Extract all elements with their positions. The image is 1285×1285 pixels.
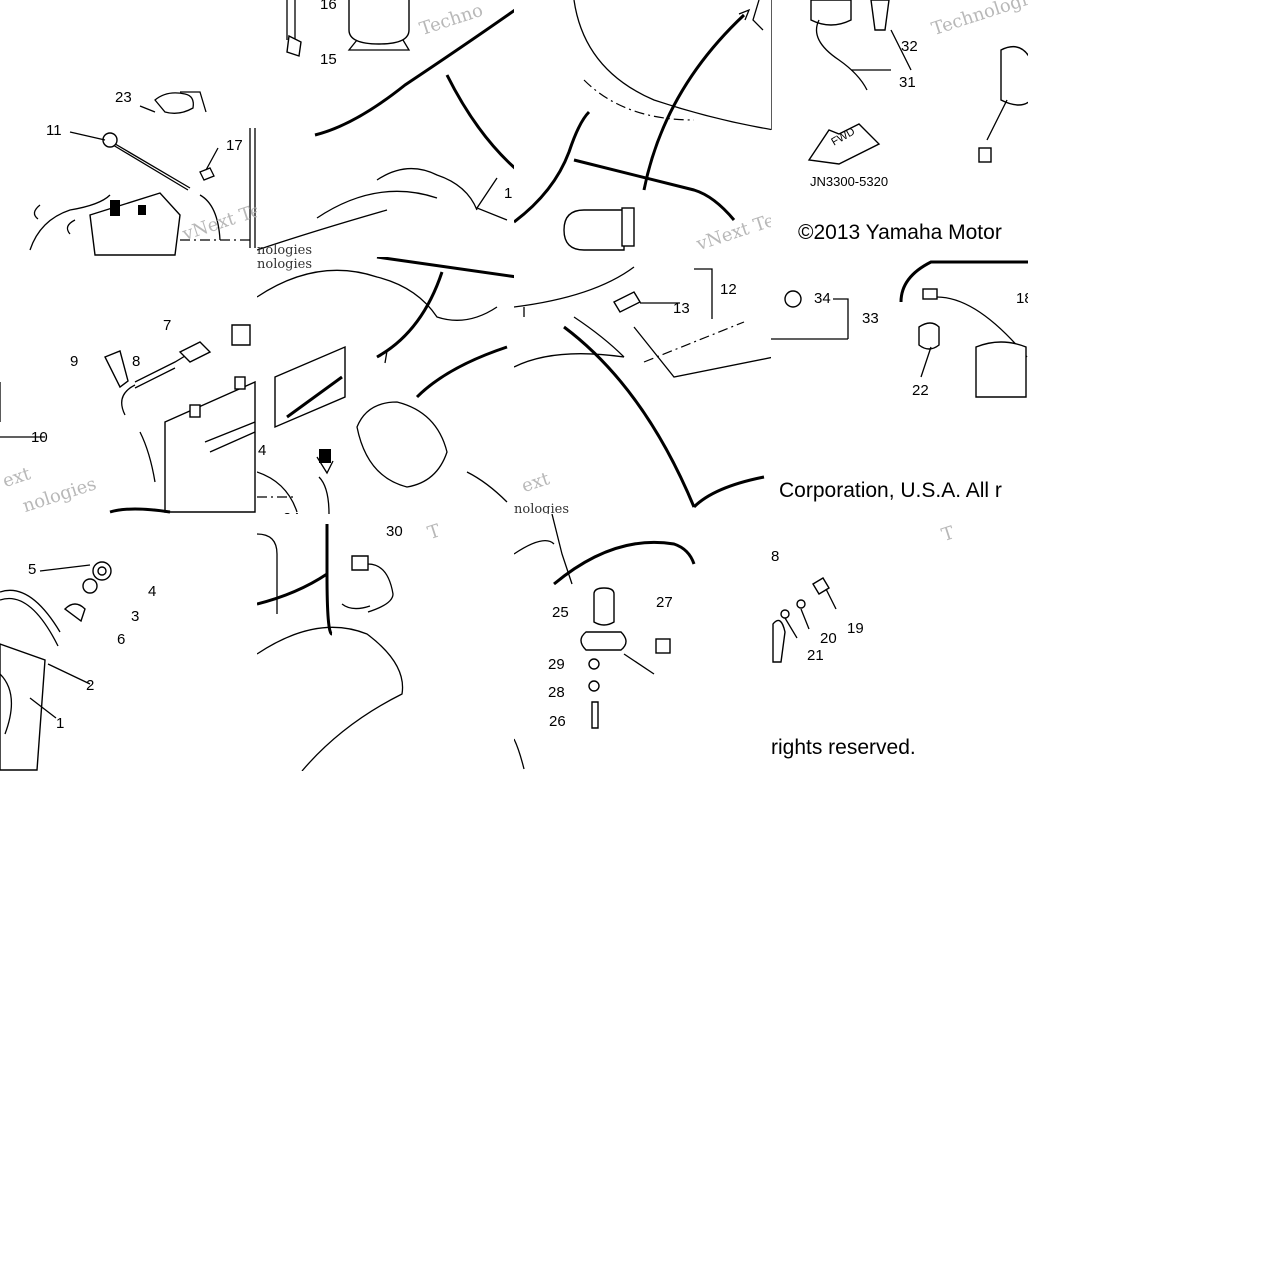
tile-drawing bbox=[257, 0, 514, 251]
callout-28: 28 bbox=[548, 684, 565, 701]
callout-25: 25 bbox=[552, 604, 569, 621]
callout-7: 7 bbox=[163, 317, 172, 334]
callout-17: 17 bbox=[226, 137, 243, 154]
callout-18: 18 bbox=[1016, 290, 1028, 307]
diagram-tile-harness-top: vNext Tec bbox=[514, 0, 771, 257]
callout-8: 8 bbox=[132, 353, 141, 370]
diagram-tile-battery: 5 4 3 6 2 1 bbox=[0, 514, 257, 771]
callout-19: 19 bbox=[847, 620, 864, 637]
diagram-tile-battery-relay: 23 11 17 vNext Tec bbox=[0, 0, 257, 257]
copyright-line-1: ©2013 Yamaha Motor bbox=[798, 221, 1002, 244]
diagram-tile-taillight: 34 33 22 18 Corporation, U.S.A. All r bbox=[771, 257, 1028, 514]
callout-15: 15 bbox=[320, 51, 337, 68]
callout-3: 3 bbox=[131, 608, 140, 625]
diagram-tile-main-switch: 32 31 FWD JN3300-5320 ©2013 Yamaha Motor… bbox=[771, 0, 1028, 257]
callout-33: 33 bbox=[862, 310, 879, 327]
callout-1: 1 bbox=[504, 185, 513, 202]
callout-8-partial: 8 bbox=[771, 548, 780, 565]
watermark-text: nologies bbox=[514, 502, 570, 514]
tile-drawing bbox=[771, 0, 1028, 165]
callout-9: 9 bbox=[70, 353, 79, 370]
tile-drawing bbox=[772, 577, 837, 663]
callout-22: 22 bbox=[912, 382, 929, 399]
tile-drawing bbox=[771, 260, 1028, 398]
diagram-tile-fuse-holder: 25 27 29 28 26 bbox=[514, 514, 771, 771]
callout-12: 12 bbox=[720, 281, 737, 298]
watermark-text: nologies bbox=[257, 243, 313, 257]
callout-34: 34 bbox=[814, 290, 831, 307]
callout-24: 24 bbox=[283, 511, 300, 514]
copyright-line-3: rights reserved. bbox=[771, 736, 916, 759]
tile-drawing bbox=[514, 514, 696, 770]
watermark-text: nologies bbox=[257, 257, 313, 272]
callout-32: 32 bbox=[901, 38, 918, 55]
tile-drawing bbox=[29, 91, 256, 256]
callout-5: 5 bbox=[28, 561, 37, 578]
callout-26: 26 bbox=[549, 713, 566, 730]
callout-11: 11 bbox=[46, 122, 62, 139]
diagram-tile-harness-connector: 30 T bbox=[257, 514, 514, 771]
callout-30: 30 bbox=[386, 523, 403, 540]
callout-27: 27 bbox=[656, 594, 673, 611]
callout-2: 2 bbox=[86, 677, 95, 694]
callout-13: 13 bbox=[673, 300, 690, 317]
copyright-line-2: Corporation, U.S.A. All r bbox=[779, 479, 1002, 502]
callout-4-bottom: 4 bbox=[258, 442, 267, 459]
callout-10: 10 bbox=[31, 429, 48, 446]
diagram-tile-battery-box: 4 24 nologies bbox=[257, 257, 514, 514]
callout-20: 20 bbox=[820, 630, 837, 647]
tile-drawing bbox=[0, 561, 112, 771]
tile-drawing bbox=[257, 524, 404, 771]
tile-drawing bbox=[0, 324, 256, 514]
diagram-code: JN3300-5320 bbox=[810, 174, 889, 189]
callout-29: 29 bbox=[548, 656, 565, 673]
callout-1-battery: 1 bbox=[56, 715, 65, 732]
callout-31: 31 bbox=[899, 74, 916, 91]
diagram-tile-switch-harness: 12 13 ext nologies bbox=[514, 257, 771, 514]
callout-6: 6 bbox=[117, 631, 126, 648]
callout-4: 4 bbox=[148, 583, 157, 600]
tile-drawing bbox=[514, 266, 771, 509]
diagram-tile-relay-top: 16 15 1 Techno nologies bbox=[257, 0, 514, 257]
callout-21: 21 bbox=[807, 647, 824, 664]
callout-16: 16 bbox=[320, 0, 337, 13]
tile-drawing bbox=[257, 257, 514, 514]
diagram-tile-battery-cables: 7 9 8 10 ext nologies bbox=[0, 257, 257, 514]
diagram-tile-taillight-hardware: 8 19 20 21 rights reserved. T bbox=[771, 514, 1028, 771]
tile-drawing bbox=[514, 0, 771, 251]
callout-23: 23 bbox=[115, 89, 132, 106]
